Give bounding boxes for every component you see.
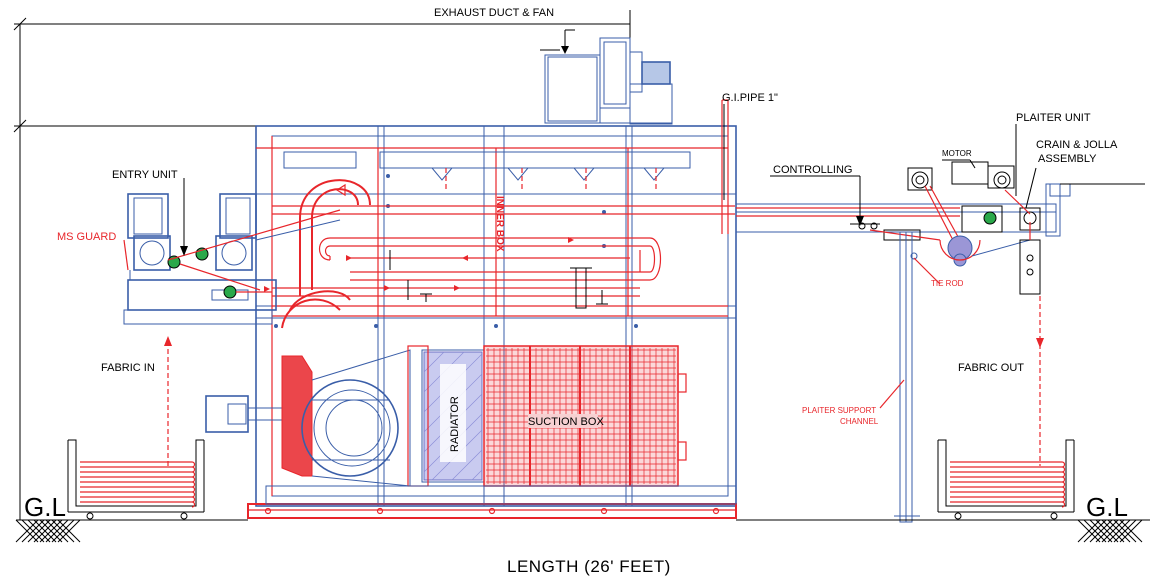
inner-supports (389, 250, 608, 309)
controlling-label: CONTROLLING (773, 164, 852, 176)
exhaust-label: EXHAUST DUCT & FAN (434, 7, 554, 19)
gl-right-label: G.L (1086, 492, 1128, 522)
top-nozzles (283, 151, 691, 190)
fabric-out-label: FABRIC OUT (958, 362, 1024, 374)
length-label: LENGTH (26' FEET) (507, 557, 671, 576)
motor-label: MOTOR (942, 149, 972, 158)
circulation-fan (205, 349, 411, 487)
gi-pipe-label: G.I.PIPE 1" (722, 92, 778, 104)
entry-unit (123, 193, 341, 325)
ground-right (736, 519, 1150, 543)
crain-jolla-label-2: ASSEMBLY (1038, 153, 1097, 165)
radiator: RADIATOR (407, 345, 485, 487)
plaiter-unit (735, 161, 1145, 295)
base-skid (247, 485, 737, 519)
plaiter-support-label-2: CHANNEL (840, 417, 879, 426)
fabric-path (272, 179, 661, 329)
exhaust-duct-and-fan (540, 29, 673, 125)
suction-box: SUCTION BOX (483, 345, 687, 487)
leader-lines (123, 104, 1037, 409)
suction-box-label: SUCTION BOX (528, 416, 604, 428)
plaiter-support-label-1: PLAITER SUPPORT (802, 406, 876, 415)
inner-box-label: INNER BOX (494, 196, 505, 252)
plaiter-unit-label: PLAITER UNIT (1016, 112, 1091, 124)
fabric-trolley-right (937, 439, 1075, 520)
fabric-flow-arrows (164, 296, 1044, 466)
tie-rod-label: TIE ROD (931, 279, 964, 288)
fabric-trolley-left (67, 439, 205, 520)
crain-jolla-label-1: CRAIN & JOLLA (1036, 139, 1118, 151)
gl-left-label: G.L (24, 492, 66, 522)
entry-unit-label: ENTRY UNIT (112, 169, 178, 181)
plaiter-support (894, 231, 941, 523)
ground-left (15, 519, 248, 543)
radiator-label: RADIATOR (449, 396, 461, 452)
ms-guard-label: MS GUARD (57, 231, 116, 243)
fabric-in-label: FABRIC IN (101, 362, 155, 374)
